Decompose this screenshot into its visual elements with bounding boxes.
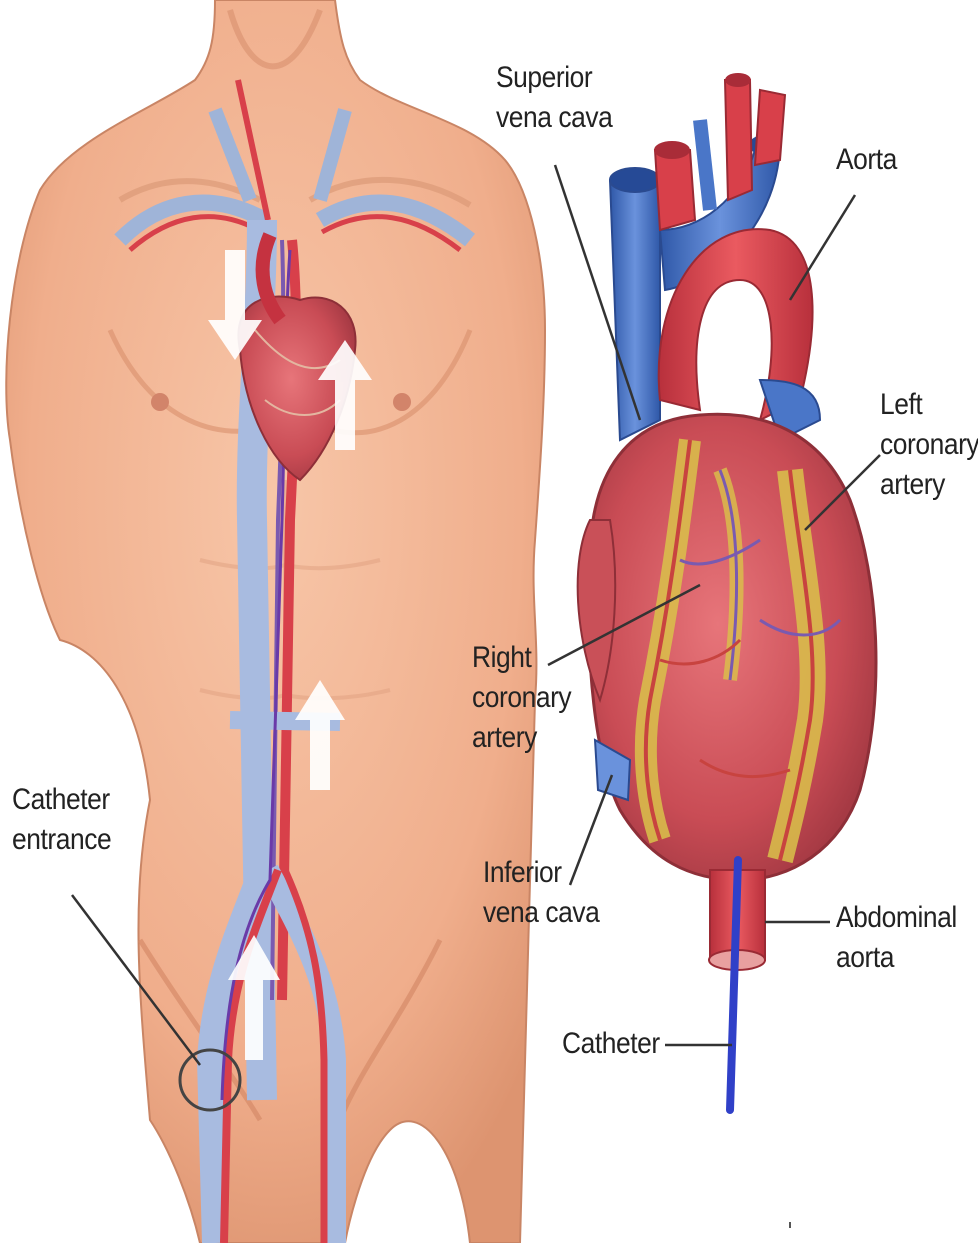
label-line: vena cava [496,98,612,138]
label-right-coronary-artery: Right coronary artery [472,638,571,758]
label-line: Superior [496,58,612,98]
label-catheter-entrance: Catheter entrance [12,780,111,860]
label-line: Aorta [836,140,897,180]
label-line: Catheter [12,780,111,820]
label-left-coronary-artery: Left coronary artery [880,385,978,505]
label-line: Left [880,385,978,425]
label-line: artery [880,465,978,505]
label-aorta: Aorta [836,140,897,180]
label-line: entrance [12,820,111,860]
label-abdominal-aorta: Abdominal aorta [836,898,957,978]
leader-aorta [790,195,855,300]
label-catheter: Catheter [562,1024,660,1064]
label-line: coronary [472,678,571,718]
label-inferior-vena-cava: Inferior vena cava [483,853,599,933]
label-line: coronary [880,425,978,465]
label-line: Right [472,638,571,678]
label-superior-vena-cava: Superior vena cava [496,58,612,138]
label-line: artery [472,718,571,758]
label-line: vena cava [483,893,599,933]
label-line: Inferior [483,853,599,893]
label-line: Catheter [562,1024,660,1064]
label-line: Abdominal [836,898,957,938]
label-line: aorta [836,938,957,978]
